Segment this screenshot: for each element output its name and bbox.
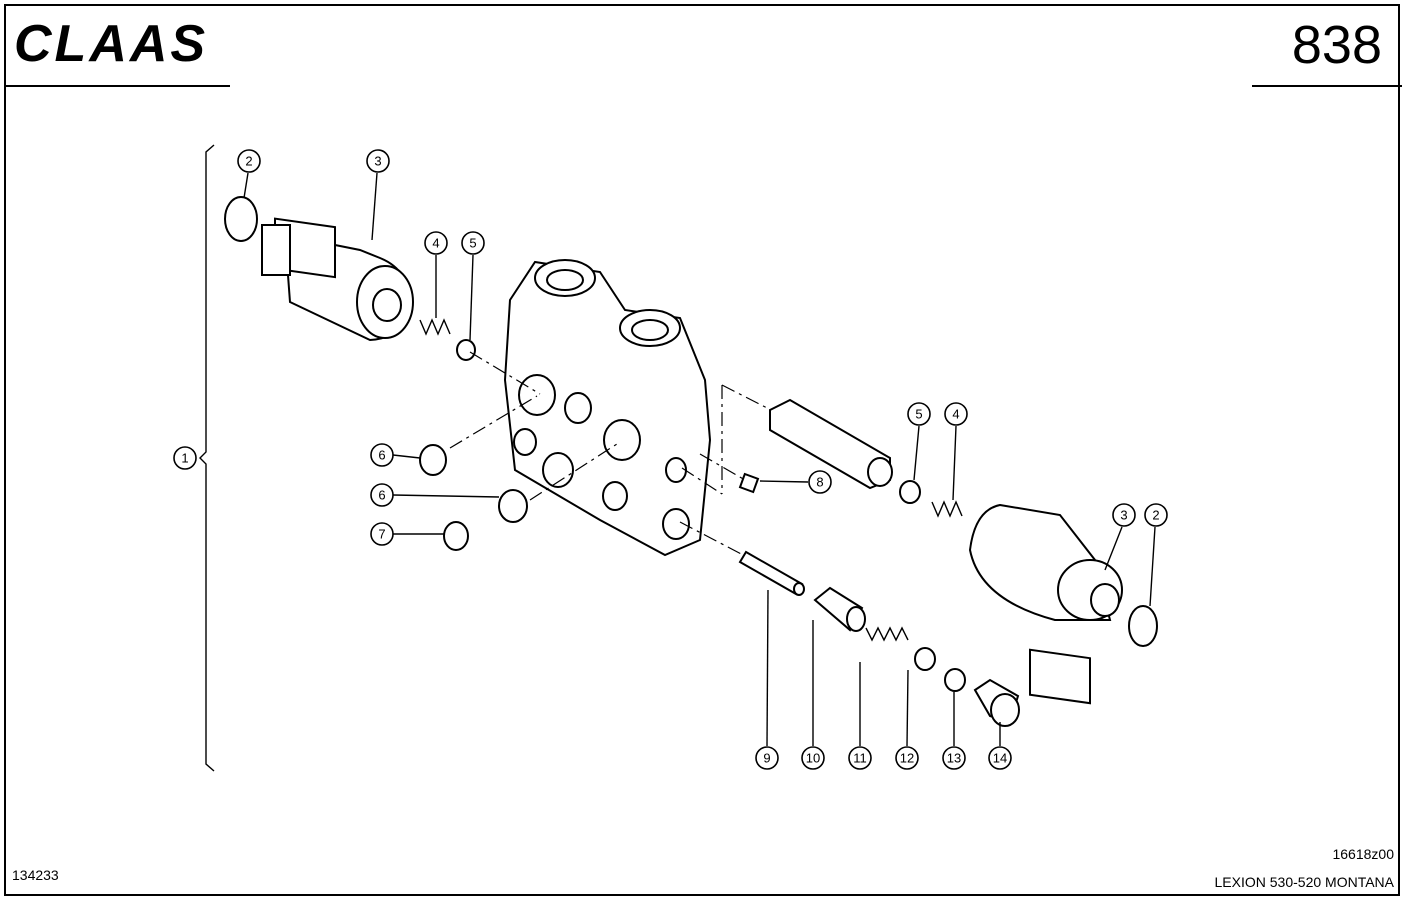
svg-text:10: 10 (806, 751, 820, 766)
bottom-washer-13 (944, 668, 966, 692)
svg-text:7: 7 (378, 527, 385, 542)
svg-text:6: 6 (378, 448, 385, 463)
valve-body (503, 259, 712, 557)
svg-text:12: 12 (900, 751, 914, 766)
svg-text:1: 1 (181, 451, 188, 466)
right-solenoid-coil (968, 503, 1123, 705)
left-washer (456, 339, 476, 361)
callout-11: 11 (848, 746, 872, 770)
o-ring-6b (498, 489, 528, 523)
align-line (681, 467, 723, 495)
header-rule-right (1252, 85, 1402, 87)
callout-2: 2 (1144, 503, 1168, 527)
pin (738, 550, 805, 596)
callout-9: 9 (755, 746, 779, 770)
end-plug (973, 678, 1020, 727)
assembly-bracket (199, 144, 215, 772)
valve-spool (769, 398, 893, 490)
right-o-ring (1128, 605, 1158, 647)
right-washer (899, 480, 921, 504)
callout-13: 13 (942, 746, 966, 770)
drawing-id: 16618z00 (1332, 846, 1394, 862)
callout-12: 12 (895, 746, 919, 770)
callout-2: 2 (237, 149, 261, 173)
o-ring-6a (419, 444, 447, 476)
align-line (529, 441, 621, 501)
align-line (721, 384, 776, 413)
callout-3: 3 (366, 149, 390, 173)
callout-10: 10 (801, 746, 825, 770)
callout-5: 5 (907, 402, 931, 426)
claas-logo: CLAAS (14, 15, 209, 73)
svg-text:9: 9 (763, 751, 770, 766)
svg-text:4: 4 (952, 407, 959, 422)
callout-8: 8 (808, 470, 832, 494)
page-number: 838 (1291, 15, 1382, 75)
model-name: LEXION 530-520 MONTANA (1214, 874, 1394, 890)
callout-3: 3 (1112, 503, 1136, 527)
svg-text:13: 13 (947, 751, 961, 766)
page-frame (4, 4, 1400, 896)
callout-1: 1 (173, 446, 197, 470)
callout-14: 14 (988, 746, 1012, 770)
header-rule-left (6, 85, 230, 87)
callout-6: 6 (370, 443, 394, 467)
left-o-ring (224, 196, 258, 242)
align-line (449, 395, 538, 449)
bottom-spring (865, 626, 909, 642)
callout-5: 5 (461, 231, 485, 255)
svg-text:2: 2 (245, 154, 252, 169)
leader-lines (243, 172, 1156, 747)
svg-text:5: 5 (915, 407, 922, 422)
align-line (699, 453, 746, 481)
svg-text:6: 6 (378, 488, 385, 503)
svg-text:5: 5 (469, 236, 476, 251)
svg-text:11: 11 (853, 751, 867, 766)
left-solenoid-coil (261, 217, 414, 342)
callout-4: 4 (424, 231, 448, 255)
right-spring (931, 500, 963, 518)
sleeve (813, 586, 866, 632)
svg-text:14: 14 (993, 751, 1007, 766)
callout-6: 6 (370, 483, 394, 507)
svg-text:2: 2 (1152, 508, 1159, 523)
svg-text:3: 3 (1120, 508, 1127, 523)
svg-text:4: 4 (432, 236, 439, 251)
bottom-washer-12 (914, 647, 936, 671)
small-plug (738, 472, 760, 494)
o-ring-7 (443, 521, 469, 551)
left-spring (419, 318, 451, 336)
document-id: 134233 (12, 867, 59, 883)
svg-text:8: 8 (816, 475, 823, 490)
svg-text:3: 3 (374, 154, 381, 169)
callout-4: 4 (944, 402, 968, 426)
align-line (469, 351, 541, 395)
callout-7: 7 (370, 522, 394, 546)
align-line (679, 521, 746, 557)
